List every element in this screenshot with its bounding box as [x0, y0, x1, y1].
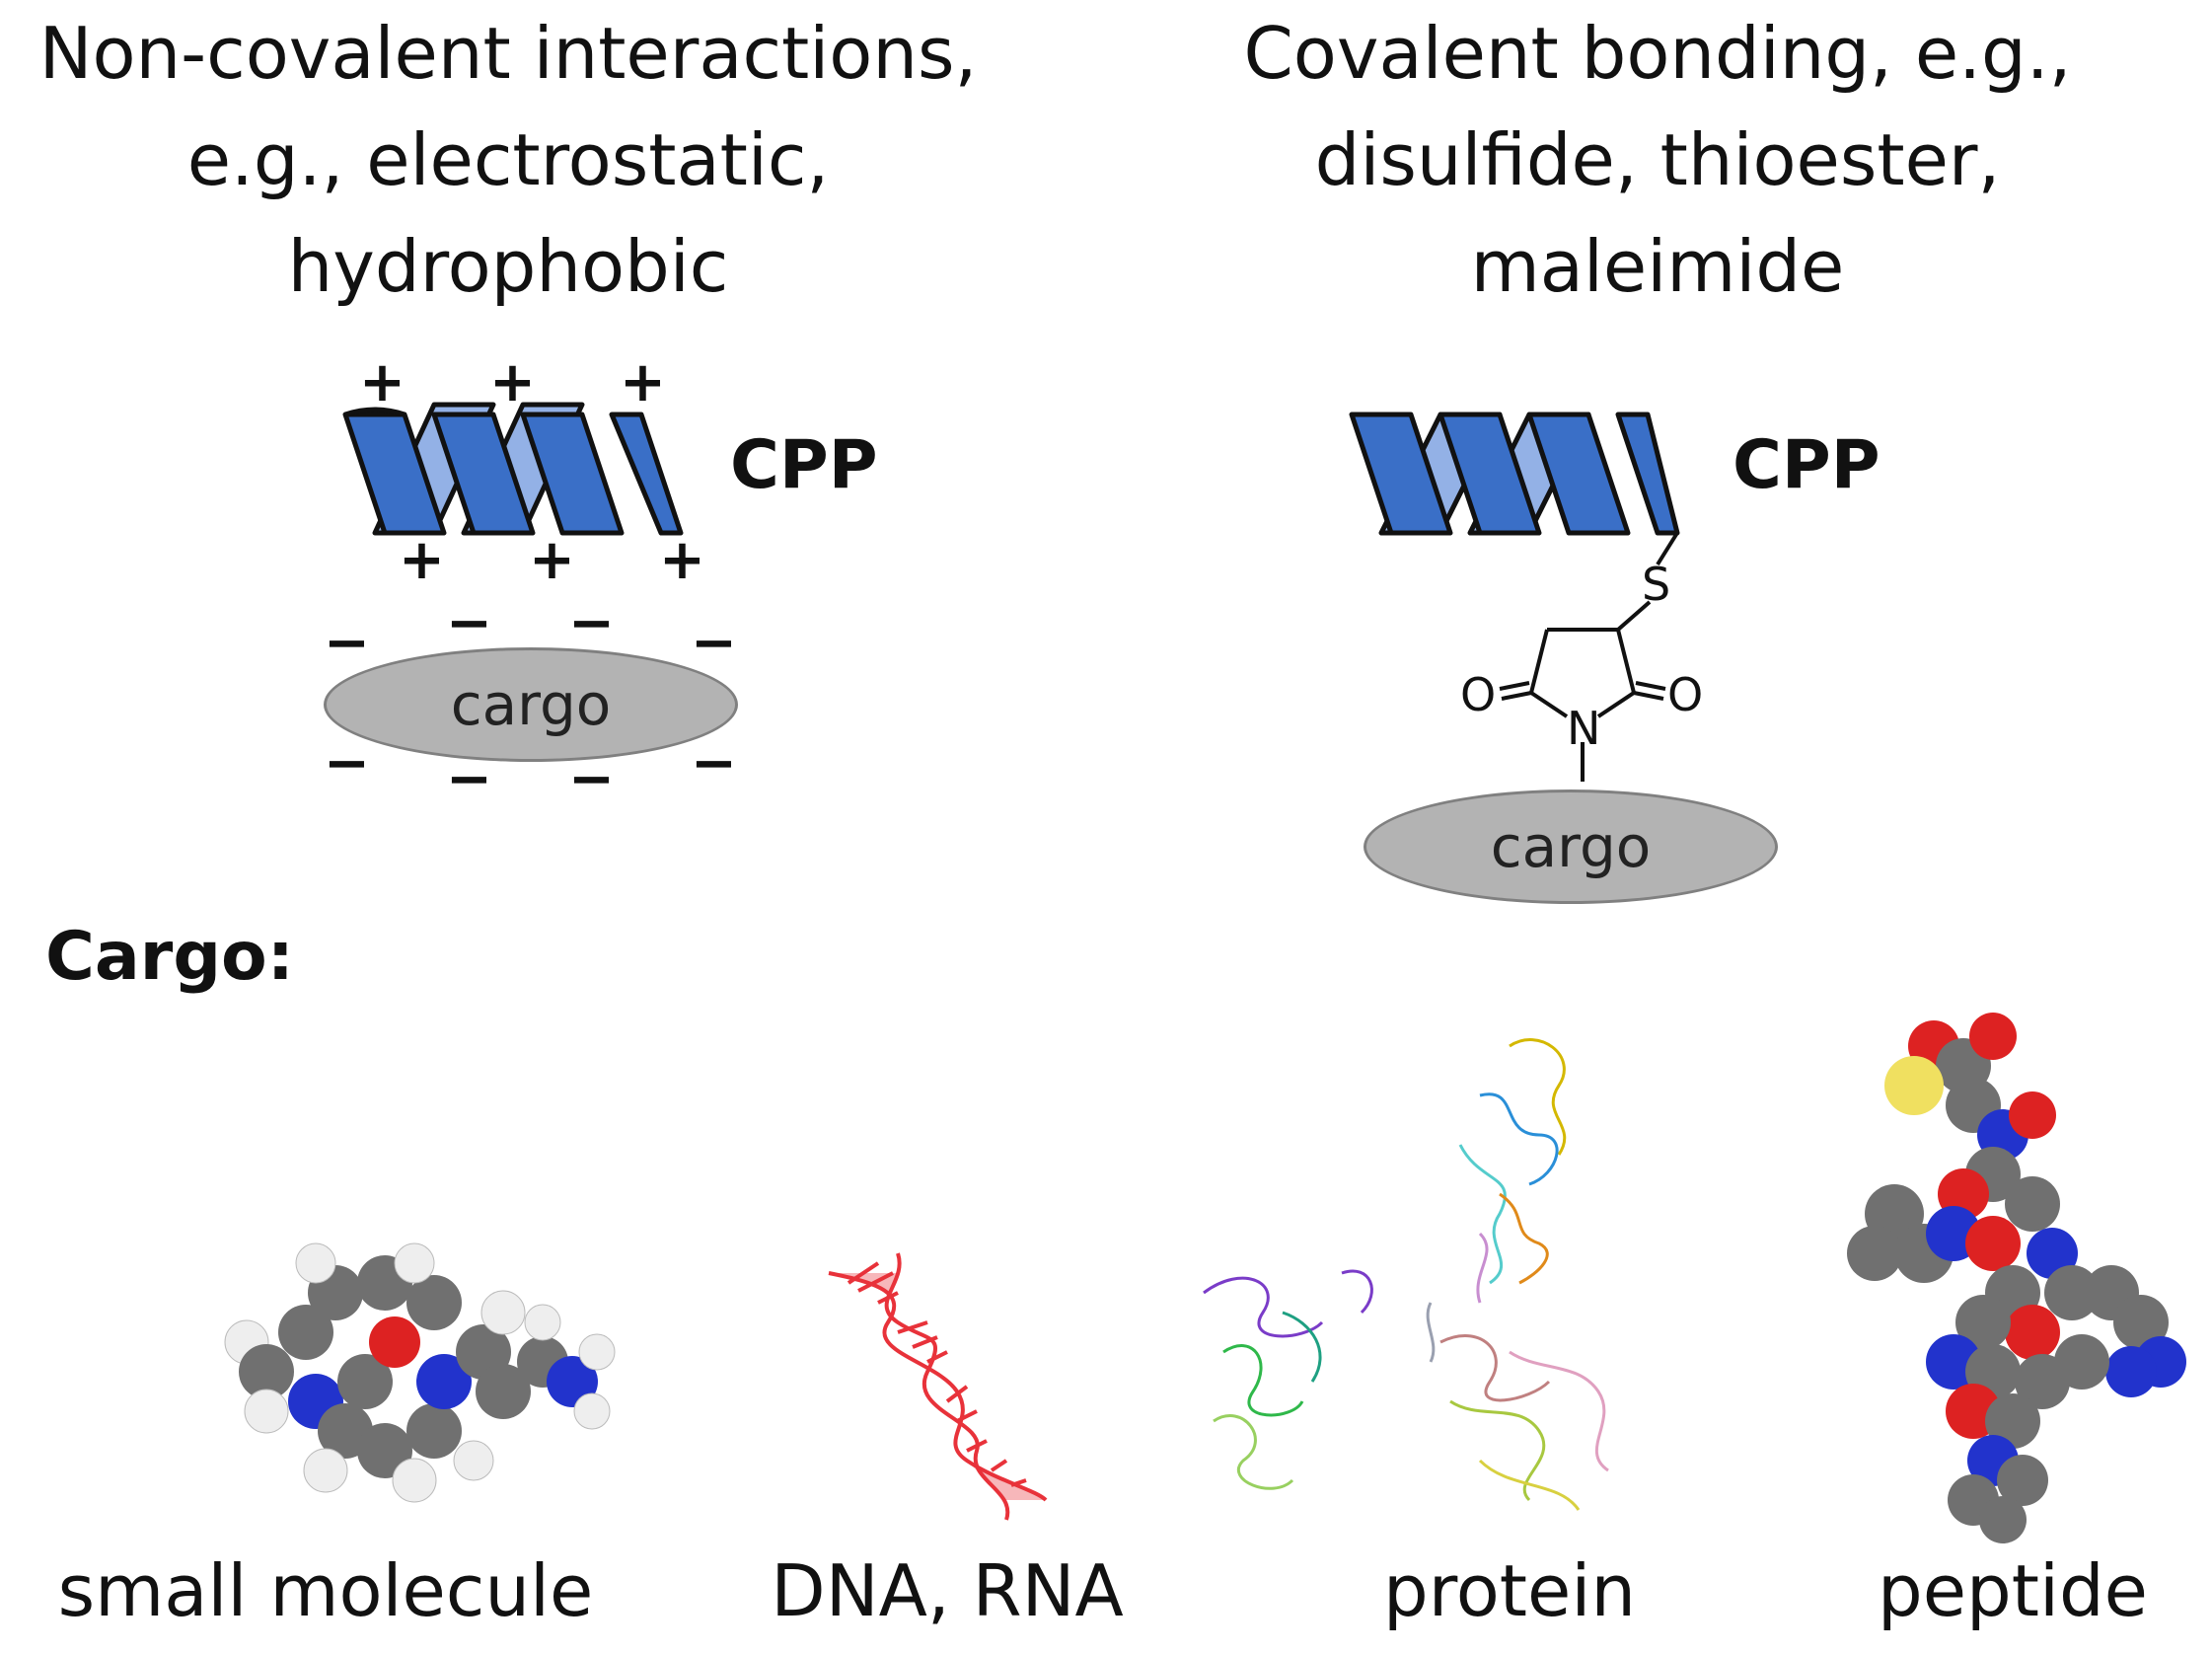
- cargo-label: cargo: [1490, 813, 1652, 880]
- maleimide-linker: S N O O: [1460, 531, 1703, 782]
- peptide-model: [1847, 1013, 2186, 1543]
- cpp-label: CPP: [730, 426, 878, 504]
- cpp-helix-left: [342, 402, 684, 536]
- cargo-label: cargo: [450, 671, 612, 738]
- negative-charge: −: [568, 747, 615, 811]
- cargo-label-small-molecule: small molecule: [57, 1549, 594, 1632]
- small-molecule-model: [224, 1242, 616, 1503]
- cpp-helix-right: [1349, 412, 1680, 536]
- oxygen-atom-label: O: [1460, 668, 1496, 721]
- nitrogen-atom-label: N: [1567, 702, 1600, 755]
- heading-line: Covalent bonding, e.g.,: [1243, 12, 2072, 95]
- cpp-label: CPP: [1733, 426, 1880, 504]
- oxygen-atom-label: O: [1667, 668, 1703, 721]
- heading-line: hydrophobic: [287, 225, 729, 308]
- positive-charge: +: [659, 528, 705, 592]
- cargo-section-title: Cargo:: [45, 918, 294, 996]
- dna-helix-icon: [828, 1252, 1048, 1521]
- negative-charge: −: [691, 731, 737, 795]
- positive-charge: +: [529, 528, 575, 592]
- negative-charge: −: [691, 611, 737, 675]
- negative-charge: −: [446, 591, 492, 655]
- heading-line: Non-covalent interactions,: [38, 12, 978, 95]
- negative-charge: −: [324, 731, 370, 795]
- covalent-heading: Covalent bonding, e.g., disulfide, thioe…: [1135, 0, 2180, 320]
- positive-charge: +: [359, 350, 406, 414]
- negative-charge: −: [324, 611, 370, 675]
- noncovalent-heading: Non-covalent interactions, e.g., electro…: [0, 0, 1016, 320]
- positive-charge: +: [399, 528, 445, 592]
- positive-charge: +: [620, 350, 666, 414]
- cargo-label-dna-rna: DNA, RNA: [771, 1549, 1124, 1632]
- heading-line: disulfide, thioester,: [1314, 118, 2001, 201]
- negative-charge: −: [446, 747, 492, 811]
- heading-line: e.g., electrostatic,: [186, 118, 830, 201]
- negative-charge: −: [568, 591, 615, 655]
- cargo-ellipse: cargo: [324, 647, 738, 762]
- heading-line: maleimide: [1470, 225, 1845, 308]
- cargo-label-peptide: peptide: [1878, 1549, 2148, 1632]
- positive-charge: +: [489, 350, 536, 414]
- sulfur-atom-label: S: [1642, 558, 1670, 611]
- cargo-label-protein: protein: [1383, 1549, 1636, 1632]
- cargo-ellipse: cargo: [1364, 789, 1778, 904]
- protein-structure: [1203, 1038, 1609, 1511]
